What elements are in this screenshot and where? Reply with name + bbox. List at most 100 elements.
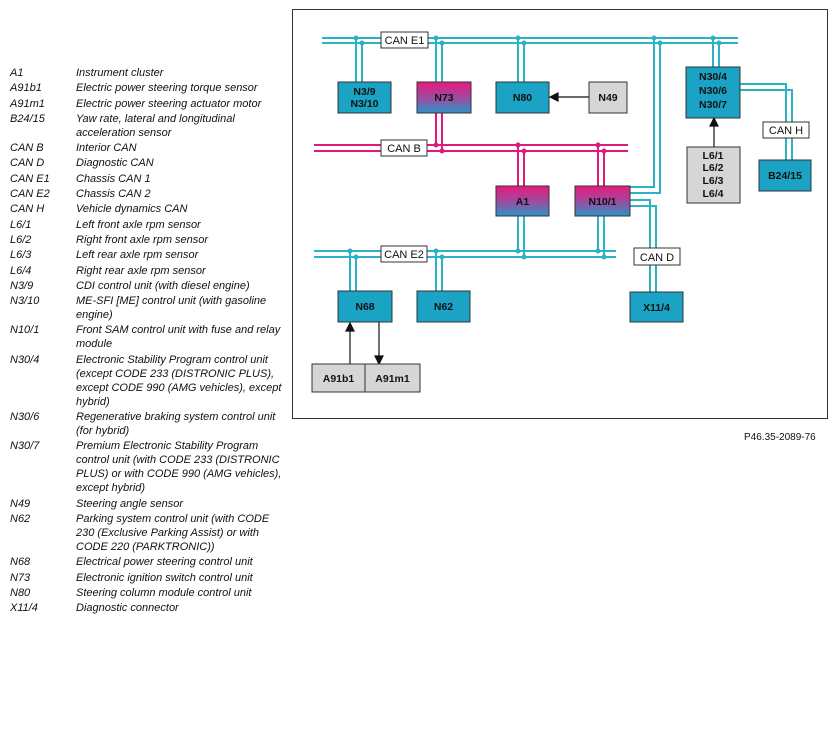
legend-code: N80	[10, 586, 31, 599]
label-x11-4: X11/4	[643, 302, 670, 314]
legend-code: N62	[10, 512, 31, 525]
legend-code: N30/7	[10, 440, 40, 453]
legend-description: Right rear axle rpm sensor	[76, 264, 206, 277]
legend-code: L6/3	[10, 249, 32, 262]
legend-description: Electronic ignition switch control unit	[76, 571, 253, 584]
legend-description: Instrument cluster	[76, 67, 164, 79]
legend-description: Electric power steering actuator motor	[76, 97, 262, 110]
legend-code: A1	[10, 67, 24, 79]
label-a91b1: A91b1	[323, 373, 355, 385]
label-n49: N49	[598, 92, 617, 104]
legend-description: Diagnostic connector	[76, 602, 179, 615]
legend-row: N30/6 Regenerative braking system control…	[10, 410, 282, 438]
box-n73	[416, 81, 472, 114]
can-e2-bus	[314, 250, 616, 258]
legend-code: N73	[10, 571, 31, 584]
legend-code: N30/6	[10, 411, 40, 424]
legend-code: L6/2	[10, 233, 32, 246]
figure-reference-code: P46.35-2089-76	[744, 432, 816, 443]
legend-code: N3/9	[10, 279, 34, 292]
label-n80: N80	[513, 92, 532, 104]
label-n30-6: N30/6	[699, 85, 727, 97]
label-l6-1: L6/1	[702, 150, 723, 162]
can-e2-label: CAN E2	[384, 249, 424, 261]
legend-description: Yaw rate, lateral and longitudinal accel…	[76, 112, 235, 139]
legend-row: A91m1 Electric power steering actuator mo…	[10, 97, 282, 111]
legend-row: A91b1 Electric power steering torque sens…	[10, 81, 282, 95]
can-b-label: CAN B	[387, 143, 421, 155]
label-l6-3: L6/3	[702, 175, 723, 187]
legend-description: Right front axle rpm sensor	[76, 233, 209, 246]
legend-row: N3/9 CDI control unit (with diesel engine…	[10, 279, 282, 293]
legend-description: Interior CAN	[76, 142, 137, 155]
label-n30-7: N30/7	[699, 99, 727, 111]
legend-description: Steering column module control unit	[76, 586, 252, 599]
legend-description: Electric power steering torque sensor	[76, 82, 258, 95]
box-a1	[495, 185, 550, 217]
legend-description: Parking system control unit (with CODE 2…	[76, 512, 270, 553]
legend-code: N30/4	[10, 353, 40, 366]
label-n10-1: N10/1	[588, 196, 616, 208]
legend-row: N62 Parking system control unit (with COD…	[10, 512, 282, 554]
legend-description: ME-SFI [ME] control unit (with gasoline …	[76, 295, 267, 322]
box-n10-1	[574, 185, 631, 217]
legend-description: Regenerative braking system control unit…	[76, 411, 276, 438]
junction-dots	[347, 35, 722, 260]
legend-description: CDI control unit (with diesel engine)	[76, 279, 250, 292]
legend-row: B24/15 Yaw rate, lateral and longitudinal…	[10, 112, 282, 140]
box-x11-4	[629, 291, 684, 323]
legend-code: CAN E2	[10, 188, 50, 201]
legend-row: N30/4 Electronic Stability Program contro…	[10, 353, 282, 409]
legend-code: CAN E1	[10, 172, 50, 185]
legend-row: CAN E2 Chassis CAN 2	[10, 187, 282, 201]
legend-code: N10/1	[10, 324, 40, 337]
legend-code: CAN D	[10, 157, 45, 170]
label-l6-4: L6/4	[702, 188, 723, 200]
legend-description: Steering angle sensor	[76, 497, 184, 510]
legend-code: A91m1	[10, 97, 45, 110]
legend-code: L6/1	[10, 218, 32, 231]
legend-code: B24/15	[10, 112, 45, 125]
label-n3-9: N3/9	[353, 86, 375, 98]
box-n68	[337, 290, 393, 323]
label-n3-10: N3/10	[350, 98, 378, 110]
can-e1-label: CAN E1	[385, 35, 425, 47]
legend-row: N73 Electronic ignition switch control un…	[10, 571, 282, 585]
legend-code: CAN H	[10, 203, 45, 216]
can-e1-stubs	[355, 38, 793, 292]
can-b-bus	[314, 144, 628, 152]
box-l6	[686, 146, 741, 204]
legend-code: A91b1	[10, 82, 42, 95]
label-a91m1: A91m1	[375, 373, 410, 385]
junction-dots-can-b	[433, 142, 607, 154]
legend-code: CAN B	[10, 142, 44, 155]
box-n49	[588, 81, 628, 114]
label-a1: A1	[516, 196, 530, 208]
legend-row: L6/1 Left front axle rpm sensor	[10, 218, 282, 232]
legend-description: Vehicle dynamics CAN	[76, 203, 188, 216]
legend-description: Left rear axle rpm sensor	[76, 249, 199, 262]
label-b24-15: B24/15	[768, 170, 802, 182]
can-h-label: CAN H	[769, 125, 803, 137]
legend-description: Chassis CAN 2	[76, 188, 151, 201]
legend-description: Electrical power steering control unit	[76, 556, 253, 569]
legend-description: Electronic Stability Program control uni…	[76, 353, 282, 408]
legend-description: Left front axle rpm sensor	[76, 218, 201, 231]
signal-arrows	[345, 92, 719, 366]
label-n62: N62	[434, 301, 453, 313]
box-a91m1	[364, 363, 421, 393]
label-n73: N73	[434, 92, 453, 104]
box-n80	[495, 81, 550, 114]
legend-description: Diagnostic CAN	[76, 157, 154, 170]
can-e2-stubs	[349, 216, 605, 291]
box-n62	[416, 290, 471, 323]
